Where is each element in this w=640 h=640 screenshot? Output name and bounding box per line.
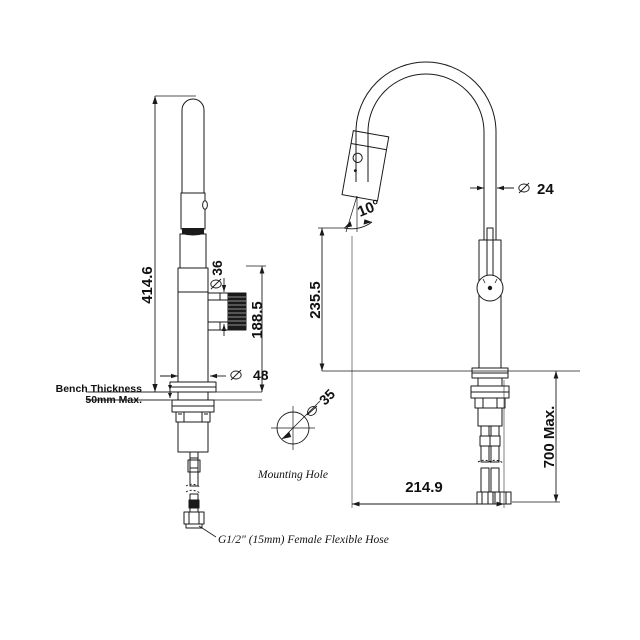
housing-front [477, 407, 503, 427]
hose-right-upper [490, 425, 500, 463]
right-view-dimensions [318, 182, 560, 508]
arrow-bench-bottom [168, 393, 172, 398]
hose-ferrule-upper [187, 459, 201, 473]
mounting-hole-caption: Mounting Hole [257, 469, 328, 481]
arrow-travel-bottom [259, 384, 265, 392]
spray-head-collar-line [350, 142, 387, 151]
arrow-reach-right [496, 501, 504, 507]
washer-lower-front [470, 391, 510, 399]
arrow-dia36-lower [221, 324, 227, 331]
dia24-symbol-circle [518, 183, 530, 193]
dia48-symbol-slash [230, 369, 242, 381]
angle-arc-arrow-left [344, 221, 352, 228]
arrow-dia24-left [477, 185, 484, 191]
mounting-washer-lower [171, 405, 215, 413]
mounting-hole-detail [271, 400, 321, 450]
dim-tube-diameter-label: 24 [537, 181, 554, 198]
dim-spout-height-label: 235.5 [307, 281, 324, 319]
dim-spout-reach-label: 214.9 [405, 479, 443, 496]
dim-overall-height-label: 414.6 [139, 266, 156, 304]
arrow-spout-height-bottom [319, 363, 325, 371]
bench-thickness-note-line1: Bench Thickness [56, 383, 143, 395]
base-flange-front [471, 367, 509, 379]
mounting-hole-leader-arrow [282, 431, 292, 439]
angle-arc-10deg [343, 221, 373, 230]
dim-base-diameter-label: 48 [253, 367, 269, 383]
right-view-front-elevation [322, 61, 580, 505]
spray-head-button [352, 152, 363, 163]
dia48-symbol-circle [230, 370, 242, 380]
nut-right-front [496, 397, 506, 409]
arrow-dia24-right [497, 185, 504, 191]
hose-crimp-band [188, 499, 200, 509]
hose-note-leader [198, 525, 217, 538]
dim-spray-head-diameter-label: 36 [209, 260, 225, 276]
dim-travel-label: 188.5 [249, 301, 266, 339]
spray-head-body [341, 130, 390, 202]
spray-head-assembly [341, 130, 390, 202]
break-line-lower [185, 489, 201, 494]
arrow-overall-top [152, 96, 158, 104]
gooseneck-outer-profile [355, 61, 497, 240]
arrow-dia48-right [210, 373, 217, 379]
arrow-overall-bottom [152, 384, 158, 392]
hose-connection-note: G1/2" (15mm) Female Flexible Hose [218, 534, 389, 546]
left-view-dimensions [88, 95, 266, 538]
arrow-reach-left [352, 501, 360, 507]
break-line-front-a [477, 459, 493, 464]
handle-knurled-block [227, 292, 247, 331]
dia35-symbol-slash [306, 405, 318, 416]
knurl-texture [228, 296, 246, 326]
hose-hex-nut [183, 511, 205, 525]
handle-tick-right [494, 278, 498, 284]
dia24-symbol-slash [518, 182, 530, 194]
spray-wand-collar [180, 192, 206, 230]
handle-tick-left [482, 278, 486, 284]
arrow-travel-top [259, 266, 265, 274]
gooseneck-inner-profile [367, 73, 485, 240]
mounting-nut-right [201, 411, 211, 423]
dia36-symbol-circle [210, 279, 222, 289]
spray-wand-upper [181, 98, 205, 194]
hose-left-ferrule [479, 435, 491, 447]
bench-thickness-note-line2: 50mm Max. [85, 394, 142, 406]
arrow-spout-height-top [319, 228, 325, 236]
arrow-dia36 [221, 285, 227, 292]
under-bench-housing [177, 421, 209, 453]
break-line-upper [185, 483, 201, 488]
dia36-symbol-slash [210, 278, 222, 290]
spray-mode-button [202, 200, 208, 210]
angle-arc-arrow-right [363, 219, 372, 225]
arrow-hose-bottom [553, 494, 559, 502]
arrow-bench-top [168, 385, 172, 390]
spray-head-indicator-dot [353, 169, 357, 173]
arrow-dia48-left [171, 373, 178, 379]
arrow-hose-top [553, 371, 559, 379]
left-view-dia-symbols [210, 278, 242, 381]
break-line-front-b [488, 459, 504, 464]
handle-lever-pivot-dot [487, 285, 493, 291]
dim-hose-length-label: 700 Max. [541, 406, 558, 469]
hose-right-ferrule [489, 435, 501, 447]
